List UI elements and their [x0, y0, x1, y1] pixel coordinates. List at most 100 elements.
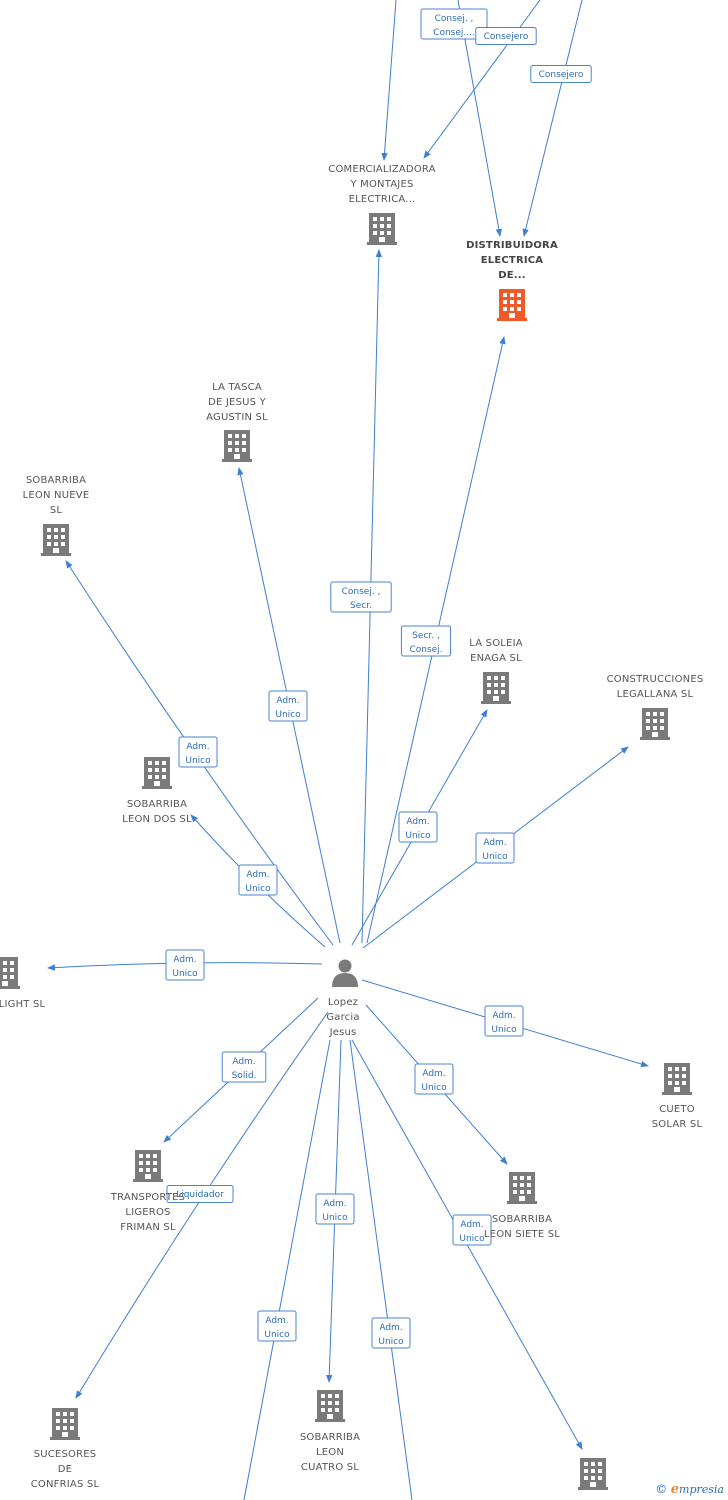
edge-top-3: Consejero [423, 0, 541, 159]
empresia-logo[interactable]: © empresia [655, 1482, 724, 1497]
person-name: Garcia [326, 1012, 359, 1023]
edge-label-text: Unico [275, 710, 301, 720]
edge-to-distribuidora: Secr. ,Consej. [366, 336, 506, 944]
edge-to-comercializadora: Consej. ,Secr. [330, 249, 392, 944]
edge-line [381, 0, 397, 161]
edge-label-box[interactable] [371, 1317, 411, 1349]
edge-label-text: Unico [491, 1025, 517, 1035]
company-label: SOBARRIBA [127, 799, 187, 810]
edge-label-text: Adm. [483, 838, 506, 848]
company-label: LIGHT SL [0, 999, 46, 1010]
company-label: LIGEROS [125, 1207, 170, 1218]
edge-label-box[interactable] [475, 27, 537, 45]
edge-label-text: Unico [482, 852, 508, 862]
edge-line [349, 1039, 413, 1500]
edge-line [522, 0, 583, 237]
edge-label-box[interactable] [484, 1005, 524, 1037]
edge-label-box[interactable] [257, 1310, 297, 1342]
company-label: LA SOLEIA [469, 638, 523, 649]
company-label: LEGALLANA SL [617, 689, 694, 700]
edge-label-text: Adm. [323, 1199, 346, 1209]
company-label: SOBARRIBA [26, 475, 86, 486]
edge-label-box[interactable] [165, 949, 205, 981]
company-label: CONSTRUCCIONES [607, 674, 704, 685]
building-icon [0, 957, 20, 989]
company-node-light[interactable]: LIGHT SL [0, 957, 46, 1010]
edge-label-text: Unico [264, 1330, 290, 1340]
edge-label-text: Unico [459, 1234, 485, 1244]
company-label: DISTRIBUIDORA [466, 240, 558, 251]
edge-label-box[interactable] [452, 1214, 492, 1246]
company-label: LEON SIETE SL [484, 1229, 560, 1240]
edge-to-sobarriba-nueve: Adm. Unico [65, 560, 334, 946]
edge-label-text: Unico [378, 1337, 404, 1347]
edge-label-box[interactable] [330, 581, 392, 613]
company-node-sobarriba-siete[interactable]: SOBARRIBA LEON SIETE SL [484, 1172, 560, 1240]
company-node-bottom-right[interactable] [578, 1458, 608, 1490]
edge-label-box[interactable] [178, 736, 218, 768]
edge-label-box[interactable] [166, 1185, 234, 1203]
edge-label-text: Adm. [276, 696, 299, 706]
edge-to-cueto: Adm.Unico [361, 979, 649, 1068]
edge-label-text: Consejero [539, 70, 584, 80]
edge-label-box[interactable] [400, 625, 452, 657]
company-label: DE [58, 1464, 72, 1475]
company-node-construcciones[interactable]: CONSTRUCCIONES LEGALLANA SL [607, 674, 704, 740]
building-icon [367, 213, 397, 245]
company-label: DE JESUS Y [208, 397, 266, 408]
edge-label-box[interactable] [398, 811, 438, 843]
company-label: ELECTRICA... [349, 194, 416, 205]
edge-to-bottom-right: Adm. Unico [351, 1039, 583, 1450]
company-label: LEON DOS SL [122, 814, 192, 825]
edge-label-box[interactable] [221, 1051, 267, 1083]
edge-label-box[interactable] [268, 690, 308, 722]
company-node-distribuidora[interactable]: DISTRIBUIDORAELECTRICADE... [466, 240, 558, 321]
company-label: SOBARRIBA [492, 1214, 552, 1225]
edge-label-text: Adm. [422, 1069, 445, 1079]
edge-label-text: Adm. [406, 817, 429, 827]
edge-line [423, 0, 541, 159]
company-label: CUATRO SL [301, 1462, 359, 1473]
company-label: SL [50, 505, 63, 516]
edge-to-construcciones: Adm. Unico [362, 746, 629, 949]
edge-to-sobarriba-cuatro: Adm.Unico [315, 1039, 355, 1383]
edge-label-box[interactable] [530, 65, 592, 83]
building-icon [507, 1172, 537, 1204]
edge-label-text: Adm. [265, 1316, 288, 1326]
edge-label-box[interactable] [315, 1193, 355, 1225]
edge-label-text: Adm. [379, 1323, 402, 1333]
company-label: FRIMAN SL [120, 1222, 176, 1233]
edge-label-text: Consejero [484, 32, 529, 42]
edge-label-box[interactable] [238, 864, 278, 896]
edge-label-box[interactable] [414, 1063, 454, 1095]
edge-label-text: Consej. , [342, 587, 381, 597]
edge-label-text: Consej.... [433, 28, 475, 38]
edge-label-box[interactable] [420, 8, 488, 40]
company-label: COMERCIALIZADORA [328, 164, 435, 175]
company-label: Y MONTAJES [349, 179, 413, 190]
company-node-sobarriba-dos[interactable]: SOBARRIBA LEON DOS SL [122, 757, 192, 825]
edge-label-text: Consej. [409, 645, 442, 655]
edge-label-text: Adm. [232, 1057, 255, 1067]
company-label: SOBARRIBA [300, 1432, 360, 1443]
edge-label-text: Adm. [460, 1220, 483, 1230]
building-icon [50, 1408, 80, 1440]
edge-to-sucesores: Liquidador [75, 1011, 329, 1399]
building-icon [481, 672, 511, 704]
person-name: Jesus [329, 1027, 357, 1038]
building-icon [640, 708, 670, 740]
edge-label-text: Unico [245, 884, 271, 894]
edge-label-box[interactable] [475, 832, 515, 864]
edge-label-text: Unico [185, 756, 211, 766]
edge-label-text: Unico [172, 969, 198, 979]
building-icon [497, 289, 527, 321]
company-node-comercializadora[interactable]: COMERCIALIZADORA Y MONTAJES ELECTRICA... [328, 164, 435, 245]
